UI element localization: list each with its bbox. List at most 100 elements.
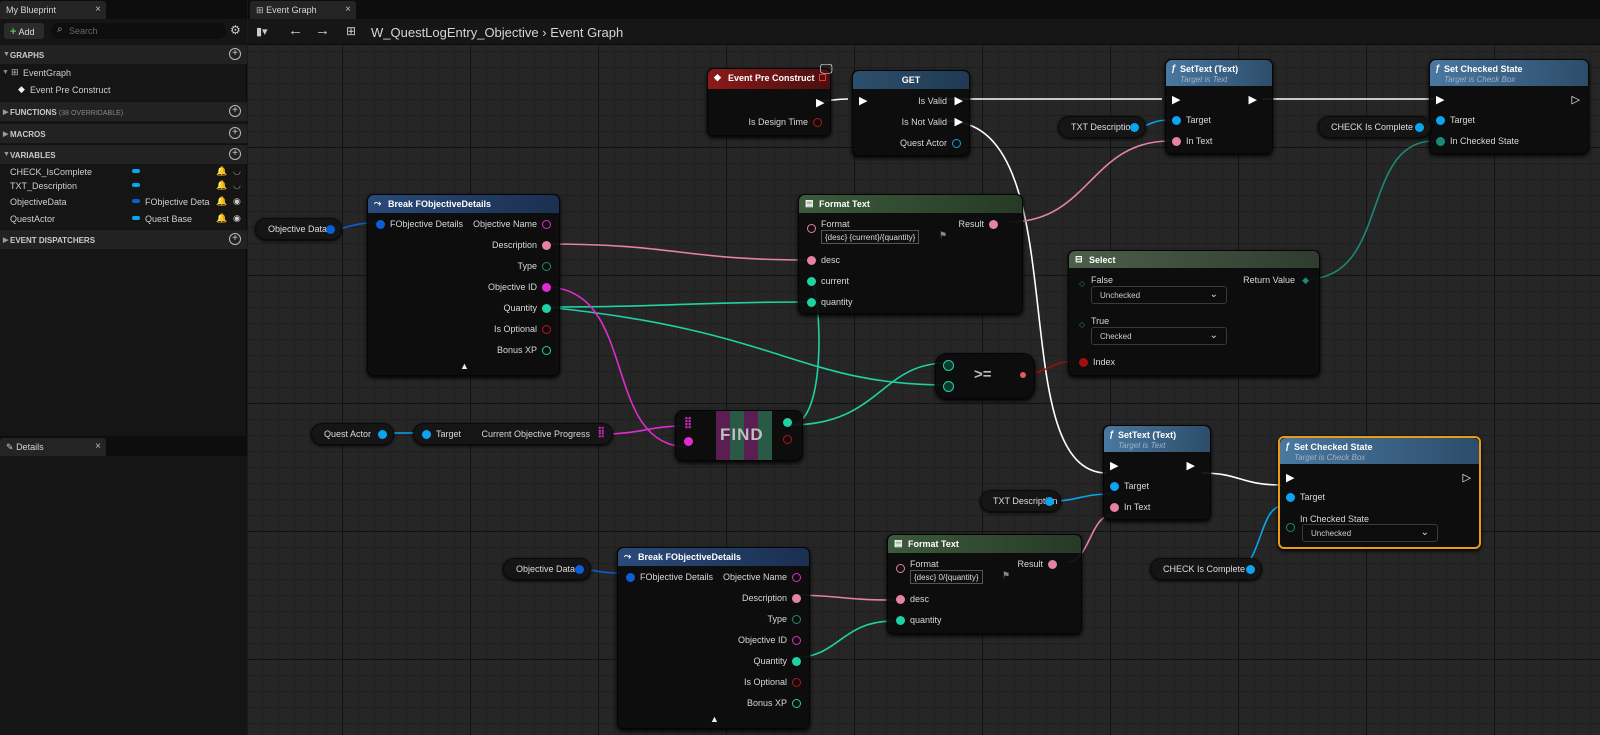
enum-pin[interactable] xyxy=(792,615,801,624)
close-icon[interactable]: × xyxy=(95,4,101,15)
name-pin[interactable] xyxy=(684,437,693,446)
wildcard-pin[interactable] xyxy=(807,298,816,307)
enum-pin[interactable] xyxy=(1286,523,1295,532)
object-pin[interactable] xyxy=(1246,565,1255,574)
object-pin[interactable] xyxy=(952,139,961,148)
section-macros[interactable]: ▶ MACROS + xyxy=(0,123,247,143)
struct-pin[interactable] xyxy=(575,565,584,574)
bool-pin[interactable] xyxy=(813,118,822,127)
text-pin[interactable] xyxy=(792,594,801,603)
variable-objectivedata[interactable]: ObjectiveData FObjective Deta 🔔 ◉ xyxy=(0,194,247,209)
exec-in-pin[interactable]: ▶ xyxy=(1286,472,1295,484)
add-graph-icon[interactable]: + xyxy=(229,48,241,60)
forward-arrow-icon[interactable]: → xyxy=(315,22,330,39)
text-pin[interactable] xyxy=(896,564,905,573)
check-is-complete-getter-1[interactable]: CHECK Is Complete xyxy=(1318,116,1431,138)
wildcard-pin[interactable] xyxy=(896,616,905,625)
breadcrumb-asset[interactable]: W_QuestLogEntry_Objective xyxy=(371,25,539,40)
flag-icon[interactable]: ⚑ xyxy=(939,230,948,240)
int-pin[interactable] xyxy=(943,381,954,392)
text-pin[interactable] xyxy=(542,241,551,250)
bool-pin[interactable] xyxy=(542,325,551,334)
checked-state-dropdown[interactable]: Unchecked ⌄ xyxy=(1302,524,1438,542)
int-pin[interactable] xyxy=(542,346,551,355)
name-pin[interactable] xyxy=(542,220,551,229)
hidden-eye-icon[interactable]: ◡ xyxy=(233,166,241,176)
get-node[interactable]: GET ▶ Is Valid ▶ Is Not Valid ▶ Quest Ac… xyxy=(852,70,970,156)
check-is-complete-getter-2[interactable]: CHECK Is Complete xyxy=(1150,558,1262,580)
select-node[interactable]: ⊟ Select ◇ False Unchecked ⌄ ◇ True Chec… xyxy=(1068,250,1320,376)
false-value-dropdown[interactable]: Unchecked ⌄ xyxy=(1091,286,1227,304)
bool-pin[interactable] xyxy=(783,435,792,444)
set-checked-state-node-1[interactable]: ƒ Set Checked State Target is Check Box … xyxy=(1429,59,1589,154)
exec-out-pin[interactable]: ▶ xyxy=(1248,94,1257,106)
replication-icon[interactable]: 🔔 xyxy=(216,213,228,223)
txt-description-getter-1[interactable]: TXT Description xyxy=(1058,116,1146,138)
enum-pin[interactable] xyxy=(542,262,551,271)
map-pin-icon[interactable]: ⣿ xyxy=(597,427,605,438)
object-pin[interactable] xyxy=(1286,493,1295,502)
back-arrow-icon[interactable]: ← xyxy=(288,22,303,39)
exec-in-pin[interactable]: ▶ xyxy=(859,95,868,107)
replication-icon[interactable]: 🔔 xyxy=(216,180,228,190)
collapse-arrow-icon[interactable]: ▲ xyxy=(710,714,719,724)
text-pin[interactable] xyxy=(807,256,816,265)
bookmark-icon[interactable]: ▮▾ xyxy=(256,26,268,38)
object-pin[interactable] xyxy=(422,430,431,439)
tab-event-graph[interactable]: ⊞ Event Graph × xyxy=(250,1,356,19)
int-pin[interactable] xyxy=(542,304,551,313)
add-button[interactable]: + Add xyxy=(4,23,44,39)
tab-my-blueprint[interactable]: My Blueprint × xyxy=(0,1,106,19)
add-dispatcher-icon[interactable]: + xyxy=(229,233,241,245)
section-graphs[interactable]: ▼ GRAPHS + xyxy=(0,44,247,64)
format-text-field[interactable]: {desc} {current}/{quantity} xyxy=(821,230,920,244)
add-variable-icon[interactable]: + xyxy=(229,148,241,160)
struct-pin[interactable] xyxy=(326,225,335,234)
enum-pin[interactable] xyxy=(1436,137,1445,146)
replication-icon[interactable]: 🔔 xyxy=(216,166,228,176)
hidden-eye-icon[interactable]: ◡ xyxy=(233,180,241,190)
close-icon[interactable]: × xyxy=(95,441,101,452)
eye-icon[interactable]: ◉ xyxy=(233,196,241,206)
map-pin-icon[interactable]: ⣿ xyxy=(684,417,693,429)
name-pin[interactable] xyxy=(792,573,801,582)
quest-actor-getter[interactable]: Quest Actor xyxy=(311,423,394,445)
text-pin[interactable] xyxy=(896,595,905,604)
text-pin[interactable] xyxy=(1110,503,1119,512)
exec-in-pin[interactable]: ▶ xyxy=(1172,94,1181,106)
exec-in-pin[interactable]: ▶ xyxy=(1110,460,1119,472)
event-pre-construct-node[interactable]: ◆ Event Pre Construct 🖵 ▶ Is Design Time xyxy=(707,61,833,136)
close-icon[interactable]: × xyxy=(345,4,351,15)
delegate-pin[interactable] xyxy=(819,74,826,81)
add-function-icon[interactable]: + xyxy=(229,105,241,117)
enum-pin[interactable]: ◆ xyxy=(1302,275,1309,285)
text-pin[interactable] xyxy=(807,224,816,233)
object-pin[interactable] xyxy=(1436,116,1445,125)
greater-equal-node[interactable]: >= xyxy=(935,353,1035,399)
wildcard-pin[interactable]: ◇ xyxy=(1079,320,1086,329)
int-pin[interactable] xyxy=(792,699,801,708)
collapse-arrow-icon[interactable]: ▲ xyxy=(460,361,469,371)
object-pin[interactable] xyxy=(1172,116,1181,125)
replication-icon[interactable]: 🔔 xyxy=(216,196,228,206)
true-value-dropdown[interactable]: Checked ⌄ xyxy=(1091,327,1227,345)
variable-txt-description[interactable]: TXT_Description 🔔 ◡ xyxy=(0,178,247,193)
search-input[interactable]: ⌕ Search xyxy=(51,23,226,39)
exec-out-pin[interactable]: ▶ xyxy=(816,97,825,109)
int-pin[interactable] xyxy=(943,360,954,371)
exec-out-pin[interactable]: ▷ xyxy=(1571,94,1580,106)
set-checked-state-node-2[interactable]: ƒ Set Checked State Target is Check Box … xyxy=(1278,436,1481,549)
name-pin[interactable] xyxy=(542,283,551,292)
eye-icon[interactable]: ◉ xyxy=(233,213,241,223)
graph-item-pre-construct[interactable]: ◆ Event Pre Construct xyxy=(0,82,247,97)
objective-data-getter-1[interactable]: Objective Data xyxy=(255,218,342,240)
settext-node-1[interactable]: ƒ SetText (Text) Target is Text ▶ ▶ Targ… xyxy=(1165,59,1273,154)
exec-out-pin[interactable]: ▶ xyxy=(1186,460,1195,472)
object-pin[interactable] xyxy=(1130,123,1139,132)
exec-out-pin[interactable]: ▶ xyxy=(954,116,963,128)
exec-in-pin[interactable]: ▶ xyxy=(1436,94,1445,106)
format-text-node-1[interactable]: ▤ Format Text Format {desc} {current}/{q… xyxy=(798,194,1023,314)
bool-pin[interactable] xyxy=(792,678,801,687)
object-pin[interactable] xyxy=(1045,497,1054,506)
struct-pin[interactable] xyxy=(376,220,385,229)
